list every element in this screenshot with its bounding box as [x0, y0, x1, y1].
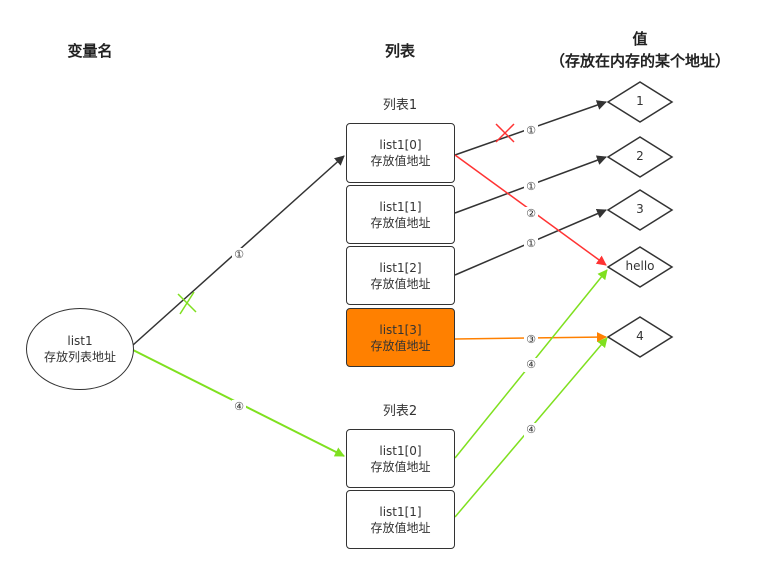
variable-desc: 存放列表地址 — [43, 350, 116, 364]
value-diamond-hello — [606, 246, 674, 288]
variable-node: list1 存放列表地址 — [26, 308, 134, 390]
item-name: list1[1] — [379, 504, 422, 519]
list1-item-0: list1[0] 存放值地址 — [346, 123, 455, 183]
value-label-1: 1 — [636, 94, 644, 108]
header-variable-name: 变量名 — [67, 42, 113, 60]
item-name: list1[2] — [379, 260, 422, 275]
item-desc: 存放值地址 — [370, 276, 431, 291]
item-name: list1[1] — [379, 199, 422, 214]
value-label-hello: hello — [625, 259, 655, 273]
value-diamond-4 — [606, 316, 674, 358]
value-diamond-1 — [606, 81, 674, 123]
list2-title: 列表2 — [382, 404, 418, 419]
value-label-2: 2 — [636, 149, 644, 163]
value-label-3: 3 — [636, 202, 644, 216]
header-list: 列表 — [384, 42, 415, 60]
step-marker-4-list2-1: ④ — [524, 423, 538, 437]
item-desc: 存放值地址 — [370, 215, 431, 230]
item-desc: 存放值地址 — [370, 154, 431, 168]
step-marker-1-list1-0: ① — [524, 124, 538, 138]
step-marker-1-var-list1: ① — [232, 248, 246, 262]
step-marker-4-list2-0: ④ — [524, 358, 538, 372]
list1-item-1: list1[1] 存放值地址 — [346, 185, 455, 244]
item-name: list1[0] — [379, 138, 422, 152]
value-diamond-3 — [606, 189, 674, 231]
list2-item-1: list1[1] 存放值地址 — [346, 490, 455, 549]
list2-item-0: list1[0] 存放值地址 — [346, 429, 455, 488]
step-marker-1-list1-1: ① — [524, 180, 538, 194]
cross-mark-var-list1-b — [179, 291, 195, 315]
list1-item-2: list1[2] 存放值地址 — [346, 246, 455, 305]
value-diamond-2 — [606, 136, 674, 178]
header-value-subtitle: （存放在内存的某个地址） — [549, 52, 730, 70]
step-marker-4-var-list2: ④ — [232, 400, 246, 414]
value-label-4: 4 — [636, 329, 644, 343]
item-desc: 存放值地址 — [370, 459, 431, 474]
item-name: list1[3] — [379, 322, 422, 337]
item-desc: 存放值地址 — [370, 520, 431, 535]
item-name: list1[0] — [379, 443, 422, 458]
variable-name: list1 — [67, 334, 93, 348]
step-marker-3-list1-3: ③ — [524, 333, 538, 347]
item-desc: 存放值地址 — [370, 338, 431, 353]
header-value: 值 — [632, 30, 648, 48]
step-marker-1-list1-2: ① — [524, 237, 538, 251]
list1-item-3: list1[3] 存放值地址 — [346, 308, 455, 367]
step-marker-2-list1-0-hello: ② — [524, 207, 538, 221]
list1-title: 列表1 — [382, 98, 418, 113]
cross-mark-list1-0-b — [495, 123, 515, 143]
